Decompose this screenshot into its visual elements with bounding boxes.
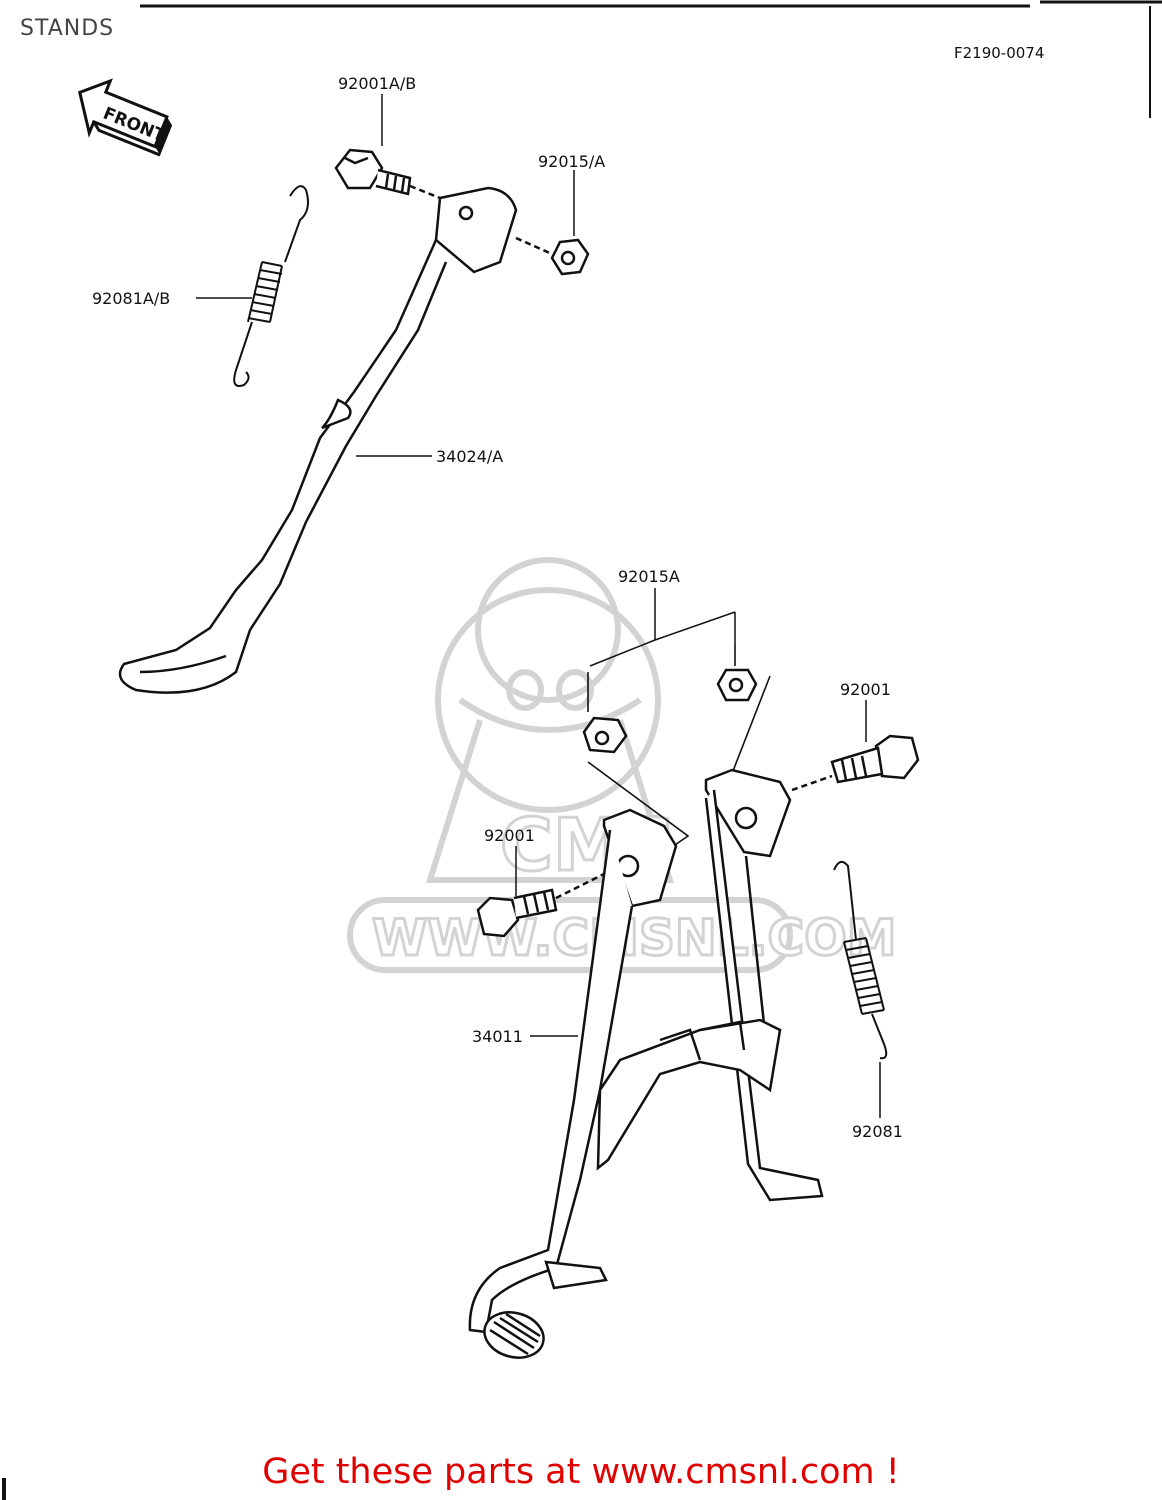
page-title: STANDS bbox=[20, 16, 115, 41]
label-side-stand-nut: 92015/A bbox=[538, 152, 606, 171]
label-side-stand: 34024/A bbox=[436, 447, 504, 466]
cmsnl-watermark: CMS WWW.CMSNL.COM bbox=[347, 557, 898, 973]
center-stand-bolt-right bbox=[791, 734, 920, 792]
side-stand-bolt bbox=[334, 148, 441, 200]
side-stand bbox=[118, 186, 518, 694]
label-center-stand-nuts: 92015A bbox=[618, 567, 680, 586]
side-stand-nut bbox=[515, 236, 590, 276]
label-center-stand-bolt-left: 92001 bbox=[484, 826, 535, 845]
footer-cta-link[interactable]: Get these parts at www.cmsnl.com ! bbox=[262, 1452, 900, 1492]
label-center-stand: 34011 bbox=[472, 1027, 523, 1046]
front-arrow-icon: FRONT bbox=[77, 78, 173, 157]
center-stand-nut-left bbox=[582, 716, 628, 754]
side-stand-spring bbox=[233, 185, 309, 387]
leader-lines bbox=[196, 94, 881, 1118]
figure-code: F2190-0074 bbox=[954, 44, 1045, 62]
center-stand-nut-right bbox=[716, 668, 758, 702]
label-side-stand-bolt: 92001A/B bbox=[338, 74, 417, 93]
watermark-url-text: WWW.CMSNL.COM bbox=[372, 909, 897, 967]
label-side-stand-spring: 92081A/B bbox=[92, 289, 171, 308]
label-center-stand-spring: 92081 bbox=[852, 1122, 903, 1141]
center-stand-bolt-left bbox=[476, 872, 605, 938]
center-stand bbox=[468, 768, 824, 1359]
label-center-stand-bolt-right: 92001 bbox=[840, 680, 891, 699]
center-stand-spring bbox=[833, 860, 888, 1060]
